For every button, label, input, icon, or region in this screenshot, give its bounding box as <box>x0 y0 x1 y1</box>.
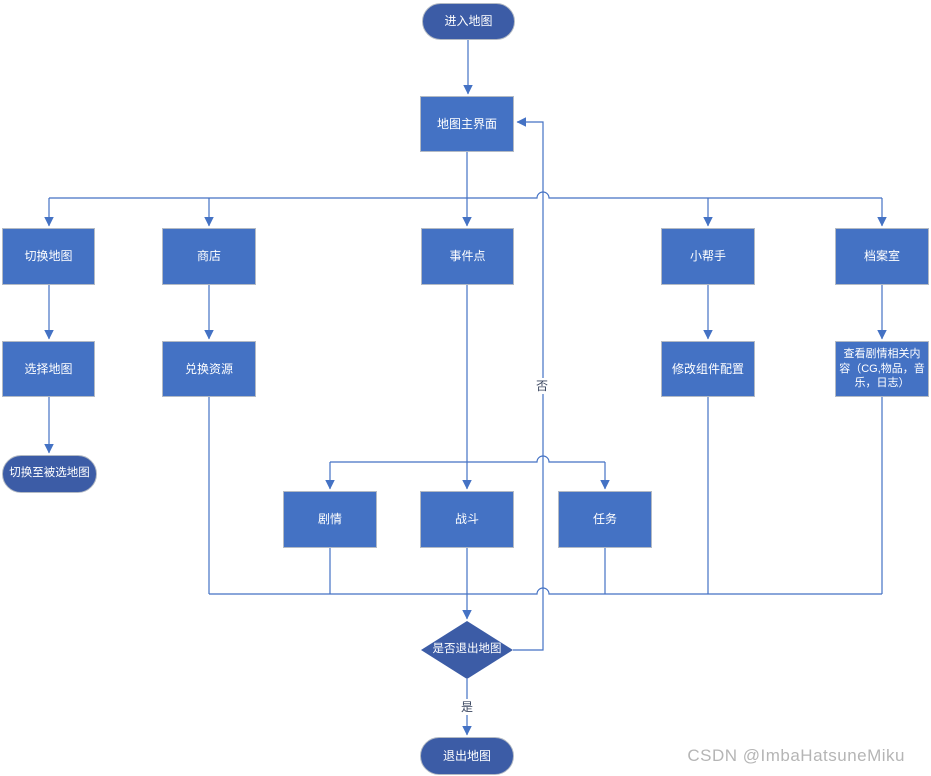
node-shop-label: 商店 <box>196 249 221 264</box>
node-switch-to-selected: 切换至被选地图 <box>2 455 97 493</box>
node-exit-decision-label: 是否退出地图 <box>432 643 502 656</box>
edge-distributor-line <box>49 191 882 199</box>
node-shop: 商店 <box>162 228 256 285</box>
node-plot: 剧情 <box>283 491 377 548</box>
node-archive-label: 档案室 <box>863 249 900 264</box>
edge-label-no: 否 <box>534 378 551 394</box>
node-select-map: 选择地图 <box>2 341 95 397</box>
node-battle: 战斗 <box>420 491 514 548</box>
node-main-interface: 地图主界面 <box>420 96 514 152</box>
node-modify-config: 修改组件配置 <box>661 341 755 397</box>
node-select-map-label: 选择地图 <box>24 361 73 376</box>
node-plot-label: 剧情 <box>317 512 342 527</box>
node-exit-map: 退出地图 <box>420 737 514 775</box>
node-enter-map-label: 进入地图 <box>444 14 493 29</box>
node-battle-label: 战斗 <box>454 512 479 527</box>
node-helper: 小帮手 <box>661 228 755 285</box>
node-event-point-label: 事件点 <box>449 249 486 264</box>
node-enter-map: 进入地图 <box>422 3 515 40</box>
node-view-content-label: 查看剧情相关内容（CG,物品，音乐，日志） <box>839 347 925 390</box>
node-exchange-resources-label: 兑换资源 <box>184 361 233 376</box>
edge-collector-line <box>209 587 882 595</box>
node-helper-label: 小帮手 <box>689 249 726 264</box>
node-main-interface-label: 地图主界面 <box>436 116 497 131</box>
node-task-label: 任务 <box>592 512 617 527</box>
node-event-point: 事件点 <box>421 228 514 285</box>
edge-label-yes: 是 <box>459 699 476 715</box>
node-modify-config-label: 修改组件配置 <box>671 361 744 376</box>
node-switch-map: 切换地图 <box>2 228 95 285</box>
watermark-text: CSDN @ImbaHatsuneMiku <box>687 746 905 765</box>
node-archive: 档案室 <box>835 228 929 285</box>
node-view-content: 查看剧情相关内容（CG,物品，音乐，日志） <box>835 341 929 397</box>
node-exit-map-label: 退出地图 <box>442 748 491 763</box>
node-switch-to-selected-label: 切换至被选地图 <box>9 467 90 480</box>
node-task: 任务 <box>558 491 652 548</box>
node-exchange-resources: 兑换资源 <box>162 341 256 397</box>
node-switch-map-label: 切换地图 <box>24 249 73 264</box>
